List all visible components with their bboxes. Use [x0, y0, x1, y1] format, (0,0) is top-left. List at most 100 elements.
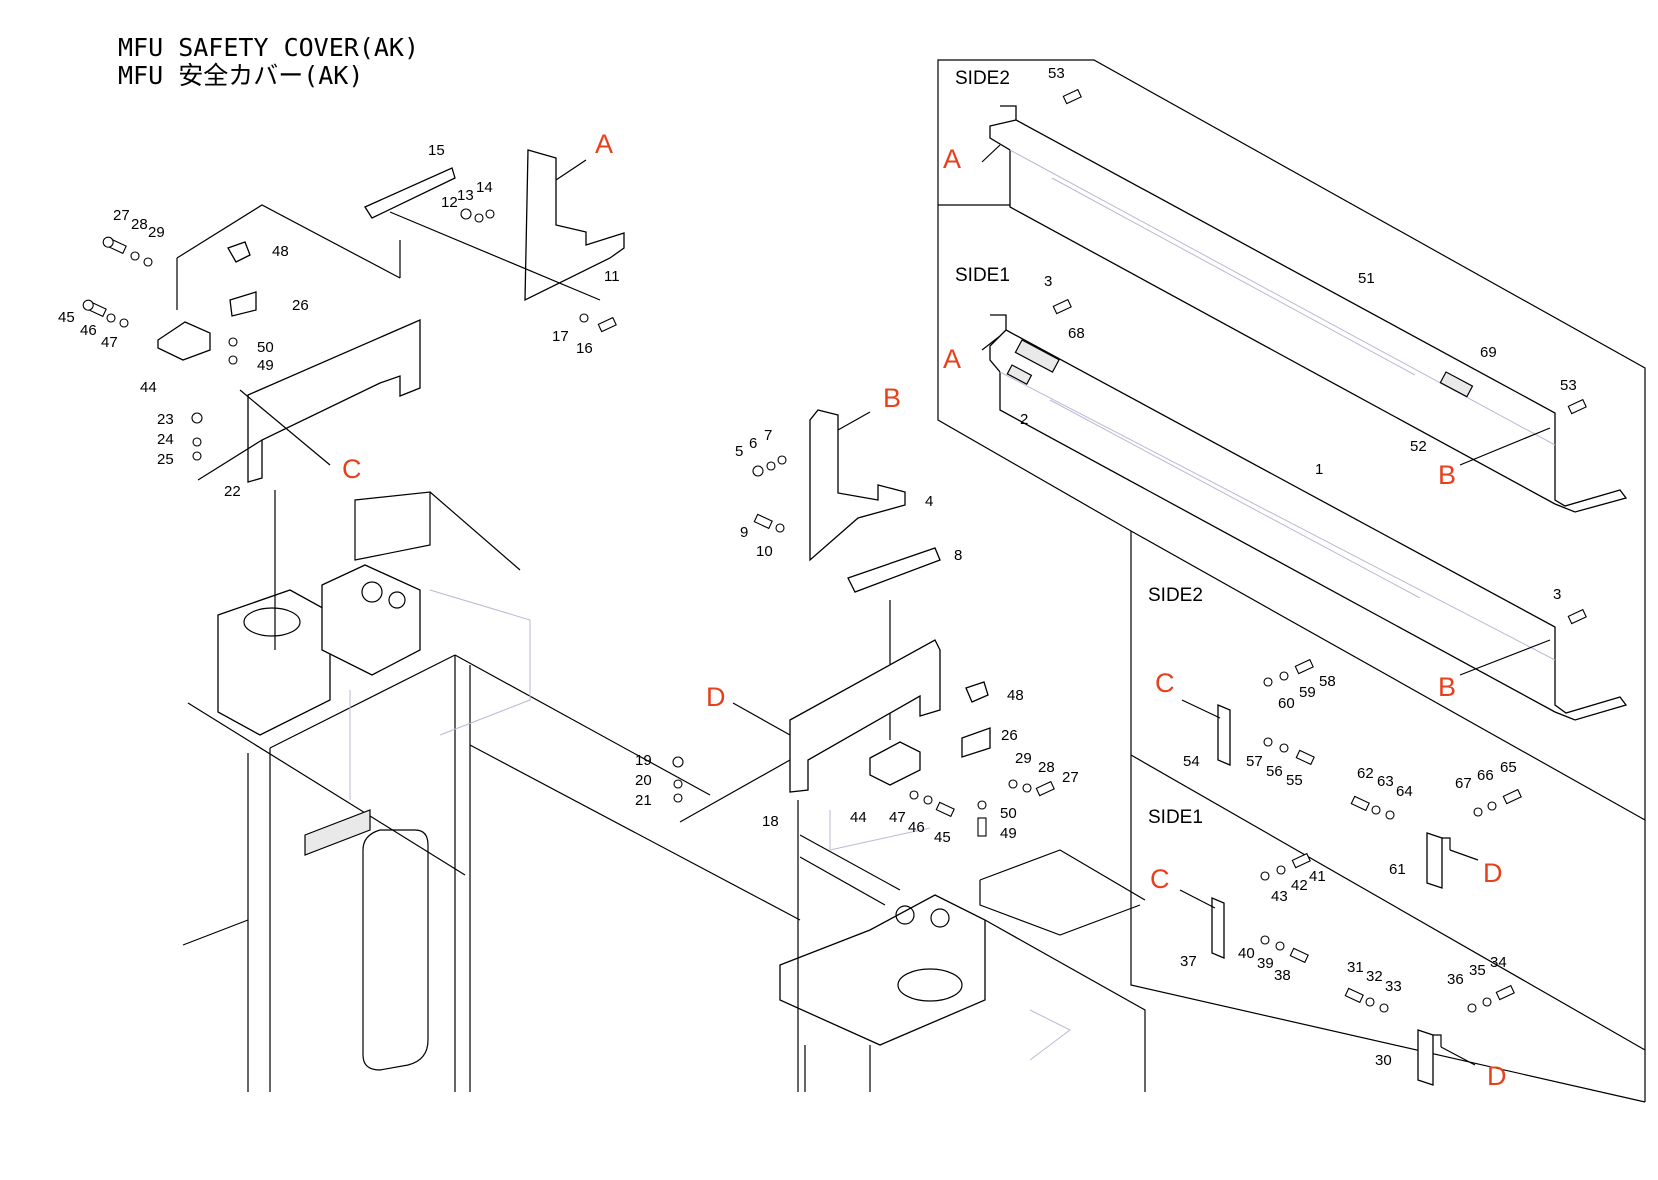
- part-number: 6: [749, 435, 757, 452]
- part-number: 2: [1020, 411, 1028, 428]
- part-number: 66: [1477, 767, 1494, 784]
- part-number: 41: [1309, 868, 1326, 885]
- part-number: 23: [157, 411, 174, 428]
- long-rail-51: [989, 105, 1628, 513]
- part-number: 3: [1044, 273, 1052, 290]
- part-number: 47: [101, 334, 118, 351]
- part-number: 13: [457, 187, 474, 204]
- part-number: 52: [1410, 438, 1427, 455]
- title-line-1: MFU SAFETY COVER(AK): [118, 33, 419, 62]
- part-number: 50: [1000, 805, 1017, 822]
- part-number: 40: [1238, 945, 1255, 962]
- part-number: 35: [1469, 962, 1486, 979]
- part-number: 62: [1357, 765, 1374, 782]
- long-rail-1: [989, 314, 1628, 721]
- part-number: 43: [1271, 888, 1288, 905]
- part-number: 37: [1180, 953, 1197, 970]
- part-number: 60: [1278, 695, 1295, 712]
- part-number: 57: [1246, 753, 1263, 770]
- part-number: 53: [1560, 377, 1577, 394]
- part-number: 18: [762, 813, 779, 830]
- part-number: 45: [58, 309, 75, 326]
- part-number: 69: [1480, 344, 1497, 361]
- panel-label-side1-bottom: SIDE1: [1148, 807, 1203, 828]
- ref-letter-a: A: [943, 144, 961, 174]
- part-number: 49: [1000, 825, 1017, 842]
- part-number: 27: [1062, 769, 1079, 786]
- part-number: 65: [1500, 759, 1517, 776]
- part-number: 11: [604, 268, 620, 285]
- ref-letter-d: D: [706, 682, 726, 712]
- panel-label-side2-top: SIDE2: [955, 68, 1010, 89]
- part-number: 4: [925, 493, 933, 510]
- part-number: 31: [1347, 959, 1364, 976]
- ref-letter-a: A: [595, 129, 613, 159]
- part-number: 64: [1396, 783, 1413, 800]
- part-number: 44: [850, 809, 867, 826]
- part-number: 54: [1183, 753, 1200, 770]
- ref-letter-b: B: [1438, 460, 1456, 490]
- part-number: 10: [756, 543, 773, 560]
- part-number: 33: [1385, 978, 1402, 995]
- part-number: 3: [1553, 586, 1561, 603]
- part-number: 24: [157, 431, 174, 448]
- part-number: 28: [1038, 759, 1055, 776]
- part-number: 28: [131, 216, 148, 233]
- part-number: 45: [934, 829, 951, 846]
- part-number: 21: [635, 792, 652, 809]
- ref-letter-d: D: [1483, 858, 1503, 888]
- title-line-2: MFU 安全カバー(AK): [118, 61, 363, 90]
- ref-letter-c: C: [342, 454, 362, 484]
- fasteners: [82, 88, 1587, 1013]
- brackets-right-lower: [1211, 704, 1451, 1086]
- part-number: 17: [552, 328, 569, 345]
- part-number: 12: [441, 194, 458, 211]
- part-number: 22: [224, 483, 241, 500]
- part-number: 55: [1286, 772, 1303, 789]
- part-number: 42: [1291, 877, 1308, 894]
- part-number: 8: [954, 547, 962, 564]
- part-number: 51: [1358, 270, 1375, 287]
- ref-letter-d: D: [1487, 1061, 1507, 1091]
- part-number: 50: [257, 339, 274, 356]
- part-number: 56: [1266, 763, 1283, 780]
- part-number: 19: [635, 752, 652, 769]
- part-number-callouts: 1 2 3 3 4 5 6 7 8 9 10 11 12 13 14 15 16…: [58, 65, 1577, 1069]
- panel-label-side2-bottom: SIDE2: [1148, 585, 1203, 606]
- part-number: 39: [1257, 955, 1274, 972]
- ref-letter-b: B: [1438, 672, 1456, 702]
- part-number: 16: [576, 340, 593, 357]
- part-number: 1: [1315, 461, 1323, 478]
- part-number: 48: [272, 243, 289, 260]
- part-number: 49: [257, 357, 274, 374]
- part-number: 63: [1377, 773, 1394, 790]
- part-number: 20: [635, 772, 652, 789]
- part-number: 34: [1490, 954, 1507, 971]
- top-left-assembly: [157, 149, 801, 1092]
- part-number: 47: [889, 809, 906, 826]
- part-number: 36: [1447, 971, 1464, 988]
- part-number: 46: [80, 322, 97, 339]
- side-panels-outline: [937, 59, 1646, 1103]
- part-number: 26: [292, 297, 309, 314]
- part-number: 67: [1455, 775, 1472, 792]
- part-number: 5: [735, 443, 743, 460]
- part-number: 14: [476, 179, 493, 196]
- part-number: 7: [764, 427, 772, 444]
- part-number: 9: [740, 524, 748, 541]
- part-number: 32: [1366, 968, 1383, 985]
- part-number: 53: [1048, 65, 1065, 82]
- part-number: 46: [908, 819, 925, 836]
- part-number: 26: [1001, 727, 1018, 744]
- part-number: 59: [1299, 684, 1316, 701]
- ref-letter-c: C: [1150, 864, 1170, 894]
- ref-letter-b: B: [883, 383, 901, 413]
- part-number: 58: [1319, 673, 1336, 690]
- part-number: 15: [428, 142, 445, 159]
- part-number: 44: [140, 379, 157, 396]
- panel-label-side1-top: SIDE1: [955, 265, 1010, 286]
- part-number: 68: [1068, 325, 1085, 342]
- center-assembly: [679, 409, 1146, 1092]
- part-number: 25: [157, 451, 174, 468]
